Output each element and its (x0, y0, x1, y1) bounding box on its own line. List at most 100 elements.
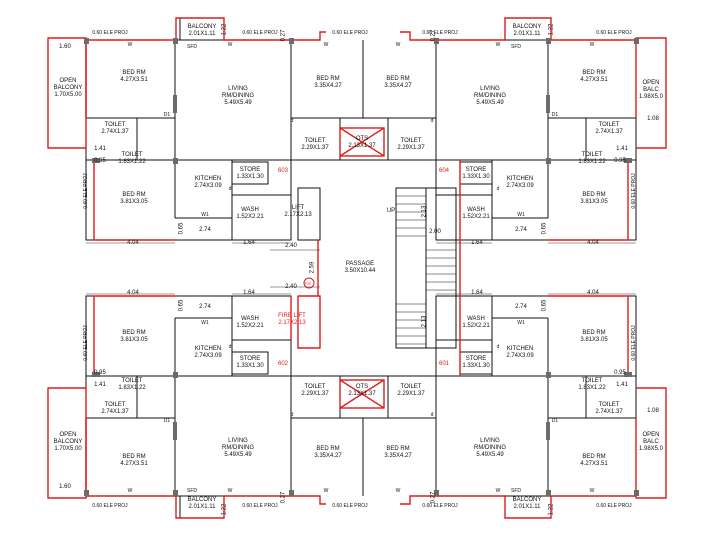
ele-proj-tl: 0.60 ELE PROJ (92, 30, 128, 36)
dim-213-upper: 2.13 (421, 205, 428, 218)
dim-027-br: 0.27 (430, 491, 437, 504)
dim-274-br: 2.74 (515, 304, 527, 310)
dim-160-tl: 1.60 (59, 44, 71, 50)
mark-d-bl-store: d (228, 344, 232, 350)
mark-d-bc2: d (430, 412, 434, 418)
staircase-treads (396, 195, 456, 345)
mark-w1-br: W1 (517, 320, 525, 326)
dim-259: 2.59 (309, 261, 316, 274)
fire-marker-label: F/S (304, 281, 312, 286)
ele-proj-tr: 0.60 ELE PROJ (596, 30, 632, 36)
mark-w-bc: W (227, 488, 233, 494)
ele-proj-bl: 0.60 ELE PROJ (92, 503, 128, 509)
mark-w1-bl: W1 (201, 320, 209, 326)
dim-141-tl: 1.41 (94, 146, 106, 152)
mark-w-bc3: W (395, 488, 401, 494)
ele-proj-left-upper: 0.60 ELE PROJ (83, 173, 89, 209)
mark-d-tr-store: d (496, 186, 500, 192)
mark-w-tc2: W (323, 42, 329, 48)
dim-122-tr: 1.22 (548, 23, 555, 36)
mark-d1-br: D1 (551, 418, 559, 424)
mark-w-tc3: W (395, 42, 401, 48)
dimension-lines (86, 242, 636, 295)
dim-274-bl: 2.74 (199, 304, 211, 310)
mark-d1-bl: D1 (163, 418, 171, 424)
mark-w1-tl: W1 (201, 212, 209, 218)
mark-w-br2: W (589, 488, 595, 494)
dim-404-tr: 4.04 (587, 240, 599, 246)
flat-601-number: 601 (438, 361, 449, 367)
core-fire-walls (291, 31, 461, 505)
dim-141-br: 1.41 (616, 382, 628, 388)
dim-404-tl: 4.04 (127, 240, 139, 246)
ele-proj-right-lower: 0.60 ELE PROJ (631, 325, 637, 361)
ele-proj-br: 0.60 ELE PROJ (596, 503, 632, 509)
ele-proj-tc1: 0.60 ELE PROJ (242, 30, 278, 36)
mark-d-bc1: d (290, 412, 294, 418)
mark-d-tc1: d (290, 118, 294, 124)
dim-122-br: 1.22 (548, 503, 555, 516)
ele-proj-right-upper: 0.60 ELE PROJ (631, 173, 637, 209)
dim-027-tl: 0.27 (280, 29, 287, 42)
dim-095-bl: 0.95 (94, 370, 106, 376)
flat-602-number: 602 (277, 361, 288, 367)
dim-141-bl: 1.41 (94, 382, 106, 388)
flat-604-number: 604 (438, 168, 449, 174)
mark-d1-tr: D1 (551, 112, 559, 118)
mark-w-tr: W (495, 42, 501, 48)
dim-141-tr: 1.41 (616, 146, 628, 152)
ele-proj-tc2: 0.60 ELE PROJ (332, 30, 368, 36)
dim-122-bl: 1.22 (221, 503, 228, 516)
dim-240-lower: 2.40 (285, 284, 297, 290)
ele-proj-tc3: 0.60 ELE PROJ (422, 30, 458, 36)
dim-065-tl: 0.65 (178, 222, 185, 235)
mark-w-br: W (495, 488, 501, 494)
stair-up-label: UP (386, 208, 396, 214)
dim-404-br: 4.04 (587, 290, 599, 296)
ele-proj-bc2: 0.60 ELE PROJ (332, 503, 368, 509)
flat-603-number: 603 (277, 168, 288, 174)
dim-065-bl: 0.65 (178, 299, 185, 312)
dim-108-top: 1.08 (647, 116, 659, 122)
mark-w-bl: W (127, 488, 133, 494)
mark-d-tl-store: d (228, 186, 232, 192)
dim-404-bl: 4.04 (127, 290, 139, 296)
mark-w1-tr: W1 (517, 212, 525, 218)
